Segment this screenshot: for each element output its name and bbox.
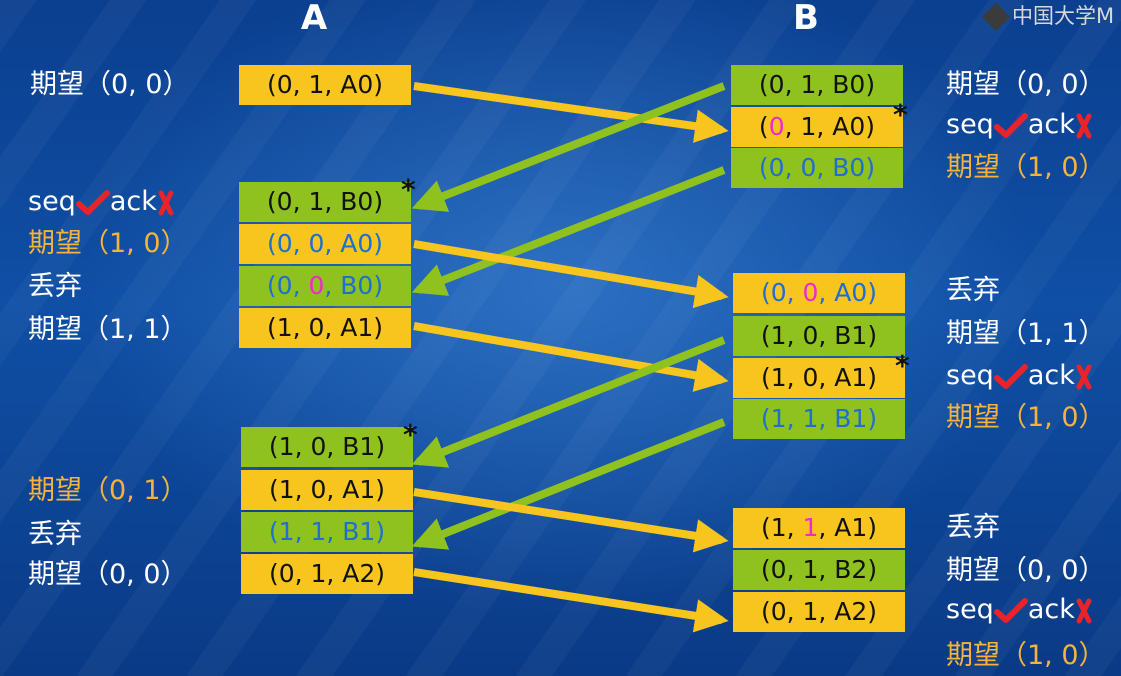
b-label-expect: 期望（0, 0）: [946, 555, 1106, 586]
check-mark-icon: [993, 363, 1028, 389]
a-packet-box: (0, 0, B0): [239, 266, 411, 306]
packet-text: (1, 1, B1): [268, 517, 386, 546]
packet-text: (0,: [760, 278, 803, 307]
check-mark-icon: [993, 597, 1028, 623]
a-label-discard: 丢弃: [28, 519, 82, 550]
cross-mark-icon: [1076, 113, 1092, 138]
a-packet-box: (1, 1, B1): [241, 512, 413, 552]
b-label-discard: 丢弃: [946, 512, 1000, 543]
a-label-expect: 期望（1, 1）: [28, 314, 188, 345]
arrow-a-to-b-5: [413, 568, 729, 633]
packet-text: (: [758, 112, 769, 141]
b-packet-box: (1, 0, A1): [733, 358, 905, 398]
asterisk-icon: *: [895, 349, 910, 382]
a-packet-box: (0, 0, A0): [239, 224, 411, 264]
a-packet-box: (0, 1, B0): [239, 182, 411, 222]
b-label-expect: 期望（1, 1）: [946, 318, 1106, 349]
packet-text: (1, 0, B1): [268, 432, 386, 461]
header-a: A: [300, 0, 328, 38]
b-label-expect: 期望（0, 0）: [946, 69, 1106, 100]
arrow-b-to-a-1: [411, 82, 726, 212]
b-packet-box: (1, 1, B1): [733, 399, 905, 439]
a-packet-box: (0, 1, A0): [239, 65, 411, 105]
a-label-expect: 期望（0, 1）: [28, 475, 188, 506]
header-b: B: [793, 0, 819, 38]
packet-text: (1, 0, A1): [268, 475, 386, 504]
b-packet-box: (1, 1, A1): [733, 508, 905, 548]
asterisk-icon: *: [893, 98, 908, 131]
b-packet-box: (1, 0, B1): [733, 316, 905, 356]
b-packet-box: (0, 1, B2): [733, 550, 905, 590]
b-label-expect: 期望（1, 0）: [946, 402, 1106, 433]
packet-text: 1: [802, 513, 819, 542]
check-mark-icon: [993, 112, 1028, 138]
packet-text: 0: [308, 271, 325, 300]
b-packet-box: (0, 1, B0): [731, 65, 903, 105]
b-packet-box: (0, 1, A0): [731, 107, 903, 147]
a-label-discard: 丢弃: [28, 271, 82, 302]
packet-text: (1, 0, B1): [760, 321, 878, 350]
arrow-b-to-a-3: [411, 336, 726, 468]
packet-text: , A0): [818, 278, 878, 307]
a-packet-box: (1, 0, B1): [241, 427, 413, 467]
b-label-expect: 期望（1, 0）: [946, 152, 1106, 183]
b-packet-box: (0, 0, A0): [733, 273, 905, 313]
arrow-b-to-a-2: [411, 166, 726, 296]
packet-text: (1, 0, A1): [760, 363, 878, 392]
cross-mark-icon: [158, 190, 174, 215]
b-label-expect: 期望（1, 0）: [946, 640, 1106, 671]
arrow-a-to-b-4: [413, 488, 729, 553]
packet-text: 0: [768, 112, 785, 141]
packet-text: (0, 1, B2): [760, 555, 878, 584]
packet-text: (1, 1, B1): [760, 404, 878, 433]
packet-text: (0, 1, A2): [760, 597, 878, 626]
packet-text: (0, 0, A0): [266, 229, 384, 258]
arrow-a-to-b-3: [413, 322, 729, 392]
packet-text: , 1, A0): [784, 112, 876, 141]
a-label-expect: 期望（1, 0）: [28, 228, 188, 259]
b-packet-box: (0, 1, A2): [733, 592, 905, 632]
arrow-a-to-b-2: [413, 240, 729, 309]
a-label-expect: 期望（0, 0）: [28, 559, 188, 590]
cross-mark-icon: [1076, 598, 1092, 623]
packet-text: 0: [802, 278, 819, 307]
watermark-logo: 中国大学M: [981, 0, 1114, 32]
packet-text: (0, 1, B0): [266, 187, 384, 216]
packet-text: (0, 0, B0): [758, 153, 876, 182]
cross-mark-icon: [1076, 364, 1092, 389]
packet-text: (0, 1, A2): [268, 559, 386, 588]
packet-text: , A1): [818, 513, 878, 542]
b-packet-box: (0, 0, B0): [731, 148, 903, 188]
asterisk-icon: *: [401, 173, 416, 206]
a-label-expect: 期望（0, 0）: [30, 69, 190, 100]
packet-text: (0,: [266, 271, 309, 300]
a-packet-box: (0, 1, A2): [241, 554, 413, 594]
a-packet-box: (1, 0, A1): [239, 308, 411, 348]
packet-text: (0, 1, B0): [758, 70, 876, 99]
asterisk-icon: *: [403, 418, 418, 451]
arrow-b-to-a-4: [411, 418, 726, 550]
arrow-a-to-b-1: [413, 82, 729, 143]
check-mark-icon: [75, 189, 110, 215]
b-label-discard: 丢弃: [946, 275, 1000, 306]
packet-text: (1, 0, A1): [266, 313, 384, 342]
a-packet-box: (1, 0, A1): [241, 470, 413, 510]
packet-text: , B0): [324, 271, 384, 300]
packet-text: (0, 1, A0): [266, 70, 384, 99]
packet-text: (1,: [760, 513, 803, 542]
